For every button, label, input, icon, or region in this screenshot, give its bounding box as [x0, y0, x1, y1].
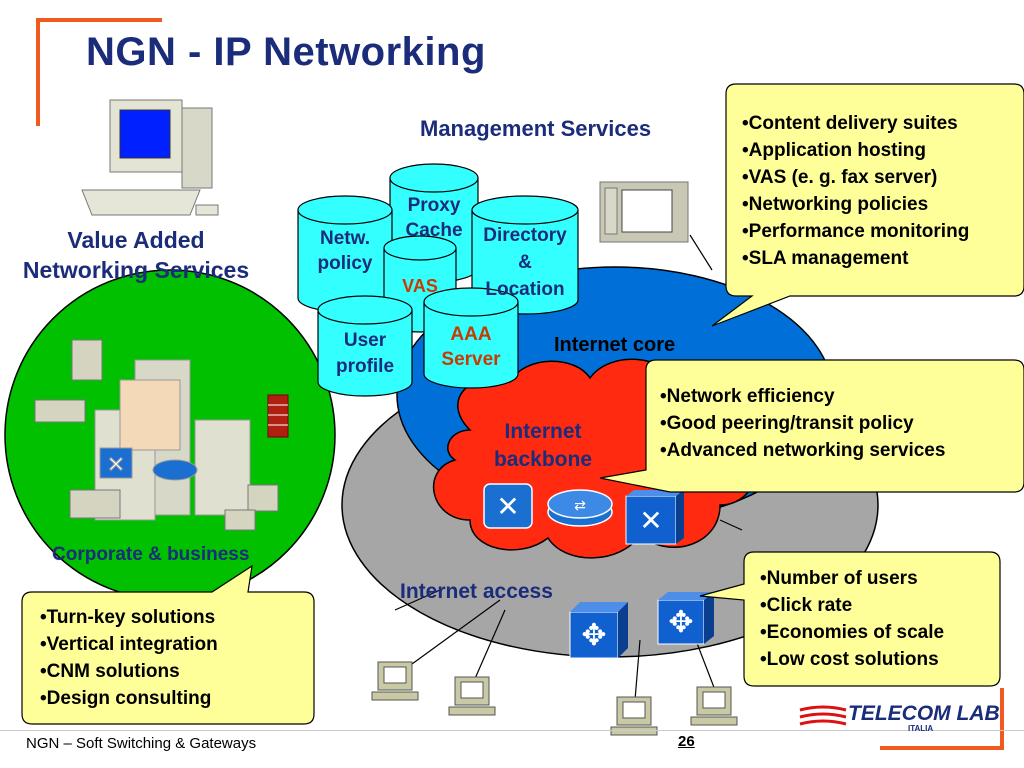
callout-item: •Vertical integration [40, 634, 218, 655]
callout-bottom-right-shape [699, 551, 1001, 687]
directory-line-1: Directory [483, 225, 567, 246]
user-profile-label: User profile [318, 328, 412, 380]
callout-item: •Content delivery suites [742, 113, 958, 134]
callout-item: •VAS (e. g. fax server) [742, 167, 938, 188]
callout-item: •Good peering/transit policy [660, 413, 914, 434]
directory-location-label: Directory & Location [472, 222, 578, 303]
backbone-line-1: Internet [504, 420, 582, 443]
callout-item: •Turn-key solutions [40, 607, 216, 628]
callout-item: •Design consulting [40, 688, 212, 709]
internet-access-label: Internet access [400, 580, 553, 603]
callout-top-right: •Content delivery suites •Application ho… [742, 110, 969, 272]
svg-text:✕: ✕ [639, 505, 662, 536]
internet-backbone-label: Internet backbone [478, 418, 608, 474]
footer-divider [0, 730, 1024, 731]
proxy-line-2: Cache [405, 220, 463, 241]
accent-bracket-bottom [880, 746, 1004, 750]
management-services-label: Management Services [420, 116, 652, 141]
callout-middle-right-shape [599, 359, 1024, 493]
callout-item: •Click rate [760, 595, 853, 616]
callout-item: •Economies of scale [760, 622, 945, 643]
svg-text:✕: ✕ [107, 452, 125, 477]
vas-label: VAS [402, 276, 438, 296]
internet-core-label: Internet core [554, 334, 676, 356]
access-switch-icons: ✥ ✥ [569, 592, 714, 659]
corporate-devices [34, 339, 279, 531]
firewall-icon [267, 394, 289, 438]
accent-bracket-top [36, 18, 162, 22]
callout-item: •Advanced networking services [660, 440, 946, 461]
value-added-line-2: Networking Services [22, 257, 250, 283]
computer-icon [81, 99, 219, 216]
svg-text:✕: ✕ [496, 491, 519, 522]
directory-line-2: & [518, 252, 532, 273]
aaa-line-2: Server [441, 349, 501, 370]
backbone-line-2: backbone [493, 448, 593, 471]
callout-item: •Networking policies [742, 194, 929, 215]
netw-line-2: policy [317, 253, 373, 274]
callout-bottom-left: •Turn-key solutions •Vertical integratio… [40, 604, 218, 712]
page-number: 26 [678, 733, 695, 750]
aaa-line-1: AAA [450, 324, 492, 345]
callout-item: •Application hosting [742, 140, 926, 161]
netw-policy-label: Netw. policy [298, 226, 392, 276]
callout-bottom-left-shape [21, 564, 315, 725]
svg-text:⇄: ⇄ [574, 497, 586, 513]
service-cylinders [297, 163, 579, 397]
page-title: NGN - IP Networking [86, 30, 486, 74]
callout-middle-right: •Network efficiency •Good peering/transi… [660, 383, 945, 464]
access-terminals [371, 661, 738, 736]
proxy-line-1: Proxy [407, 195, 461, 216]
server-terminal-icon [599, 181, 689, 243]
logo-text: TELECOM LAB [848, 702, 1000, 725]
user-profile-line-1: User [343, 330, 387, 351]
svg-text:✥: ✥ [668, 606, 693, 639]
backbone-devices: ✕ ⇄ ✕ [483, 483, 684, 545]
user-profile-line-2: profile [335, 356, 395, 377]
corporate-label: Corporate & business [52, 544, 250, 565]
aaa-server-label: AAA Server [424, 322, 518, 372]
footer-title: NGN – Soft Switching & Gateways [26, 735, 257, 752]
callout-item: •Number of users [760, 568, 918, 589]
logo-mark-icon [799, 705, 847, 726]
svg-text:✥: ✥ [581, 619, 606, 652]
accent-bracket-right [1000, 688, 1004, 750]
callout-top-right-shape [711, 83, 1024, 327]
netw-line-1: Netw. [320, 228, 370, 249]
value-added-line-1: Value Added [67, 227, 205, 253]
callout-item: •SLA management [742, 248, 909, 269]
accent-bracket-left [36, 18, 40, 126]
proxy-cache-label: Proxy Cache [390, 193, 478, 243]
directory-line-3: Location [485, 279, 565, 300]
callout-item: •CNM solutions [40, 661, 180, 682]
callout-item: •Performance monitoring [742, 221, 970, 242]
value-added-label: Value Added Networking Services [0, 225, 272, 285]
logo-subtext: ITALIA [908, 724, 934, 733]
callout-item: •Network efficiency [660, 386, 835, 407]
callout-bottom-right: •Number of users •Click rate •Economies … [760, 565, 944, 673]
callout-item: •Low cost solutions [760, 649, 939, 670]
